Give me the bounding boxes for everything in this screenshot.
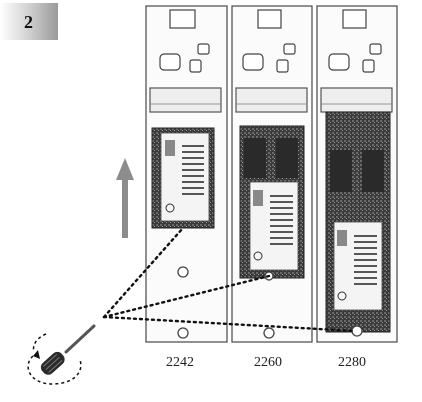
size-label-2280: 2280 xyxy=(338,355,366,370)
tray-2260-screw-hole xyxy=(263,327,275,339)
tray-2242-cutout xyxy=(159,53,181,71)
tray-2242 xyxy=(145,5,228,343)
tray-2280-chip xyxy=(330,150,352,192)
tray-2280-cutout xyxy=(328,53,350,71)
tray-2260-connector xyxy=(235,87,308,113)
dotted-pointer-lines xyxy=(102,226,357,333)
step-badge-shape xyxy=(0,3,58,40)
tray-2242-label-mark xyxy=(165,203,175,213)
tray-2242-cutout-small xyxy=(189,59,202,73)
step-number: 2 xyxy=(24,12,33,32)
tray-2260-cutout-small xyxy=(276,59,289,73)
tray-2260-chip xyxy=(276,138,298,178)
up-arrow-icon xyxy=(116,158,134,238)
tray-2280-label-logo xyxy=(337,230,347,246)
tray-2260-label-logo xyxy=(253,190,263,206)
tray-2280-top-notch xyxy=(342,9,367,29)
pointer-line-2242 xyxy=(102,226,185,319)
tray-2260-cutout xyxy=(242,53,264,71)
tray-2260-chip xyxy=(244,138,266,178)
tray-2242-connector xyxy=(149,87,222,113)
tray-2242-cutout-small xyxy=(197,43,210,55)
pointer-line-2260 xyxy=(102,274,271,319)
tray-2242-screw-hole xyxy=(177,327,189,339)
tray-2280-label-mark xyxy=(337,291,347,301)
tray-2280-screw-hole xyxy=(351,325,363,337)
step-badge: 2 xyxy=(0,3,58,40)
size-label-2260: 2260 xyxy=(254,355,282,370)
rotation-arrow-icon xyxy=(27,355,82,385)
tray-2260-top-notch xyxy=(257,9,282,29)
tray-2242-label-logo xyxy=(165,140,175,156)
tray-2260 xyxy=(231,5,313,343)
tray-2242-screw-hole xyxy=(177,266,189,278)
tray-2280 xyxy=(316,5,398,343)
size-label-2242: 2242 xyxy=(166,355,194,370)
tray-2280-cutout-small xyxy=(362,59,375,73)
tray-2242-top-notch xyxy=(169,9,196,29)
screwdriver-icon xyxy=(27,324,96,385)
tray-2280-chip xyxy=(362,150,384,192)
pointer-line-2280 xyxy=(102,315,357,333)
tray-2280-connector xyxy=(320,87,393,113)
tray-2260-cutout-small xyxy=(283,43,296,55)
tray-2260-label-mark xyxy=(253,251,263,261)
tray-2280-cutout-small xyxy=(369,43,382,55)
